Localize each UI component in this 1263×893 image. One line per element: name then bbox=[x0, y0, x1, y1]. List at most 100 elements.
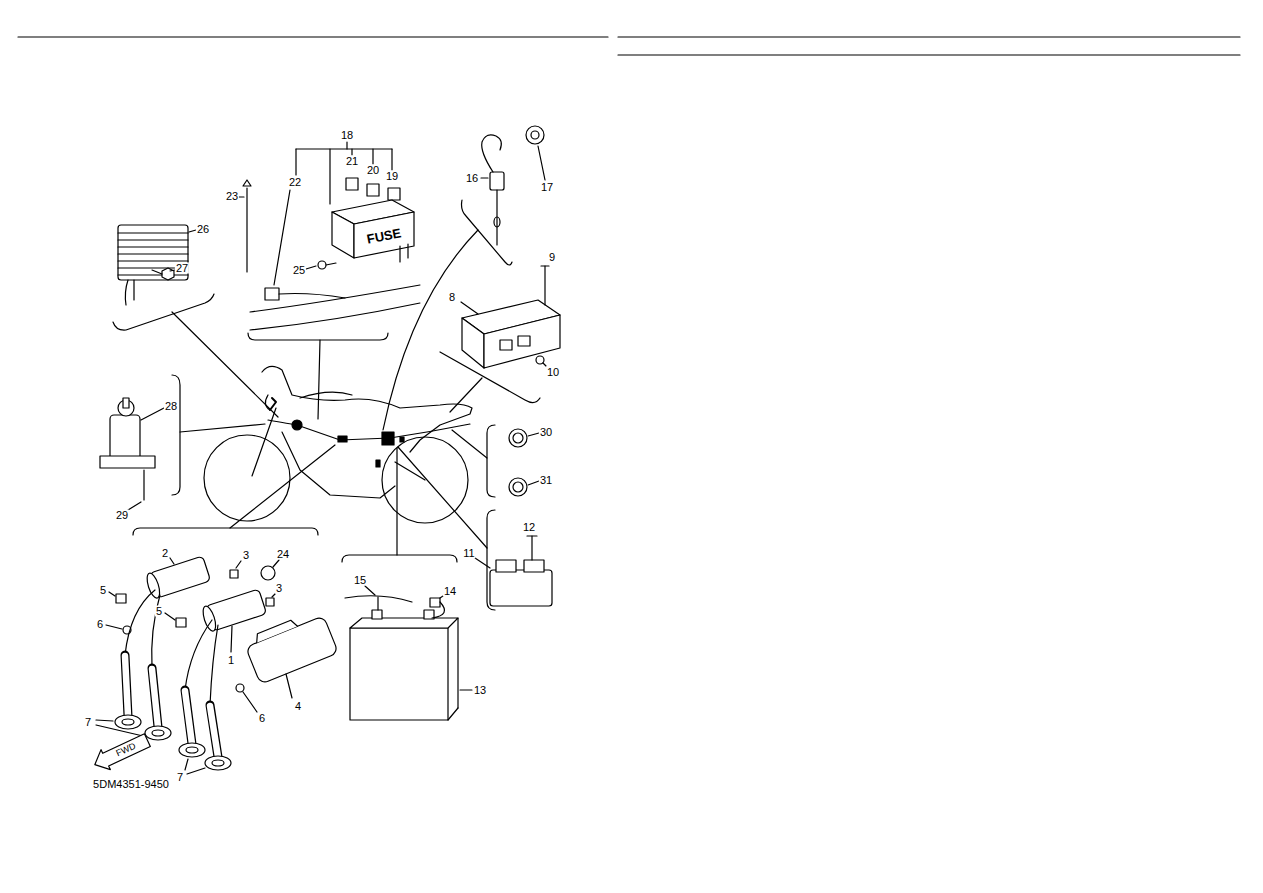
screw bbox=[306, 261, 336, 269]
clamp bbox=[528, 481, 539, 485]
forward-arrow bbox=[90, 730, 152, 774]
main-switch bbox=[141, 408, 164, 420]
group-bracket bbox=[450, 378, 482, 412]
callout-number: 26 bbox=[196, 224, 210, 235]
motorcycle-outline bbox=[382, 437, 468, 523]
small-parts bbox=[236, 561, 241, 568]
callout-number: 1 bbox=[227, 655, 235, 666]
battery bbox=[460, 689, 472, 690]
spark-plug-cap bbox=[96, 725, 143, 736]
small-parts bbox=[165, 613, 175, 620]
callout-number: 7 bbox=[84, 717, 92, 728]
clamp bbox=[528, 433, 539, 436]
cable-tie bbox=[239, 180, 251, 272]
part-marking: FUSE bbox=[365, 226, 403, 246]
callout-number: 23 bbox=[225, 191, 239, 202]
small-parts bbox=[116, 594, 126, 603]
motorcycle-outline bbox=[204, 435, 290, 521]
harness-section bbox=[250, 190, 420, 330]
callout-number: 12 bbox=[522, 522, 536, 533]
spark-plug-cap bbox=[145, 726, 171, 740]
coil-cover bbox=[246, 616, 339, 685]
motorcycle-outline bbox=[252, 408, 276, 476]
screw bbox=[306, 266, 316, 269]
control-unit bbox=[461, 302, 478, 314]
control-unit bbox=[541, 265, 549, 266]
callout-number: 29 bbox=[115, 510, 129, 521]
fuse-bracket bbox=[296, 148, 392, 149]
main-switch bbox=[100, 456, 155, 468]
control-unit bbox=[461, 266, 560, 368]
callout-number: 21 bbox=[345, 156, 359, 167]
group-bracket bbox=[342, 555, 457, 562]
coil-cover bbox=[254, 619, 298, 643]
starter-relay bbox=[527, 535, 537, 536]
callout-number: 4 bbox=[294, 701, 302, 712]
clamp bbox=[509, 429, 527, 447]
group-bracket bbox=[180, 424, 265, 432]
callout-number: 16 bbox=[465, 173, 479, 184]
group-bracket bbox=[396, 448, 397, 555]
page-rule bbox=[618, 54, 1240, 55]
cable-tie bbox=[243, 180, 251, 186]
callout-number: 10 bbox=[546, 367, 560, 378]
group-bracket bbox=[398, 447, 487, 548]
direction-marking: FWD bbox=[114, 741, 138, 759]
fuse-bracket bbox=[295, 149, 296, 175]
main-switch bbox=[128, 502, 141, 510]
callout-number: 22 bbox=[288, 177, 302, 188]
sensor bbox=[482, 135, 502, 172]
sensor bbox=[481, 126, 545, 245]
clamp bbox=[513, 482, 523, 492]
callout-number: 9 bbox=[548, 252, 556, 263]
small-parts bbox=[109, 592, 115, 596]
spark-plug-cap bbox=[122, 719, 134, 725]
callout-number: 18 bbox=[340, 130, 354, 141]
small-parts bbox=[272, 594, 275, 597]
spark-plug-cap bbox=[152, 730, 164, 736]
clamp bbox=[509, 478, 527, 496]
fuse-box bbox=[332, 212, 354, 258]
fuse-bracket bbox=[372, 149, 373, 164]
group-bracket bbox=[462, 200, 513, 265]
battery bbox=[432, 602, 445, 618]
main-switch bbox=[110, 415, 140, 460]
starter-relay bbox=[475, 536, 552, 606]
wiring-harness bbox=[270, 398, 276, 410]
callout-number: 20 bbox=[366, 165, 380, 176]
battery bbox=[448, 708, 458, 720]
group-bracket bbox=[133, 528, 318, 535]
group-bracket bbox=[230, 445, 335, 528]
motorcycle-outline bbox=[300, 392, 352, 398]
small-parts bbox=[106, 560, 279, 712]
cable-tie bbox=[239, 196, 244, 197]
sensor bbox=[538, 146, 545, 180]
spark-plug-cap bbox=[212, 760, 224, 766]
page-rule bbox=[18, 37, 1240, 55]
battery bbox=[457, 618, 458, 708]
rectifier-regulator bbox=[118, 225, 196, 305]
wiring-harness bbox=[382, 432, 394, 445]
sensor bbox=[526, 126, 544, 144]
rectifier-regulator bbox=[162, 268, 174, 280]
callout-number: 24 bbox=[276, 549, 290, 560]
callout-number: 27 bbox=[175, 263, 189, 274]
callout-number: 19 bbox=[385, 171, 399, 182]
callout-number: 5 bbox=[155, 606, 163, 617]
harness-section bbox=[279, 294, 345, 299]
group-bracket bbox=[172, 375, 180, 495]
group-bracket bbox=[452, 430, 487, 458]
control-unit bbox=[518, 336, 530, 346]
fuse bbox=[346, 178, 358, 190]
page-rule bbox=[18, 36, 608, 37]
motorcycle-outline bbox=[262, 366, 472, 452]
group-bracket bbox=[318, 340, 320, 419]
main-switch bbox=[100, 398, 164, 510]
spark-plug-cap bbox=[186, 747, 198, 753]
fuse-bracket bbox=[391, 149, 392, 170]
callout-number: 14 bbox=[443, 586, 457, 597]
screw bbox=[318, 261, 326, 269]
group-bracket bbox=[248, 333, 388, 340]
